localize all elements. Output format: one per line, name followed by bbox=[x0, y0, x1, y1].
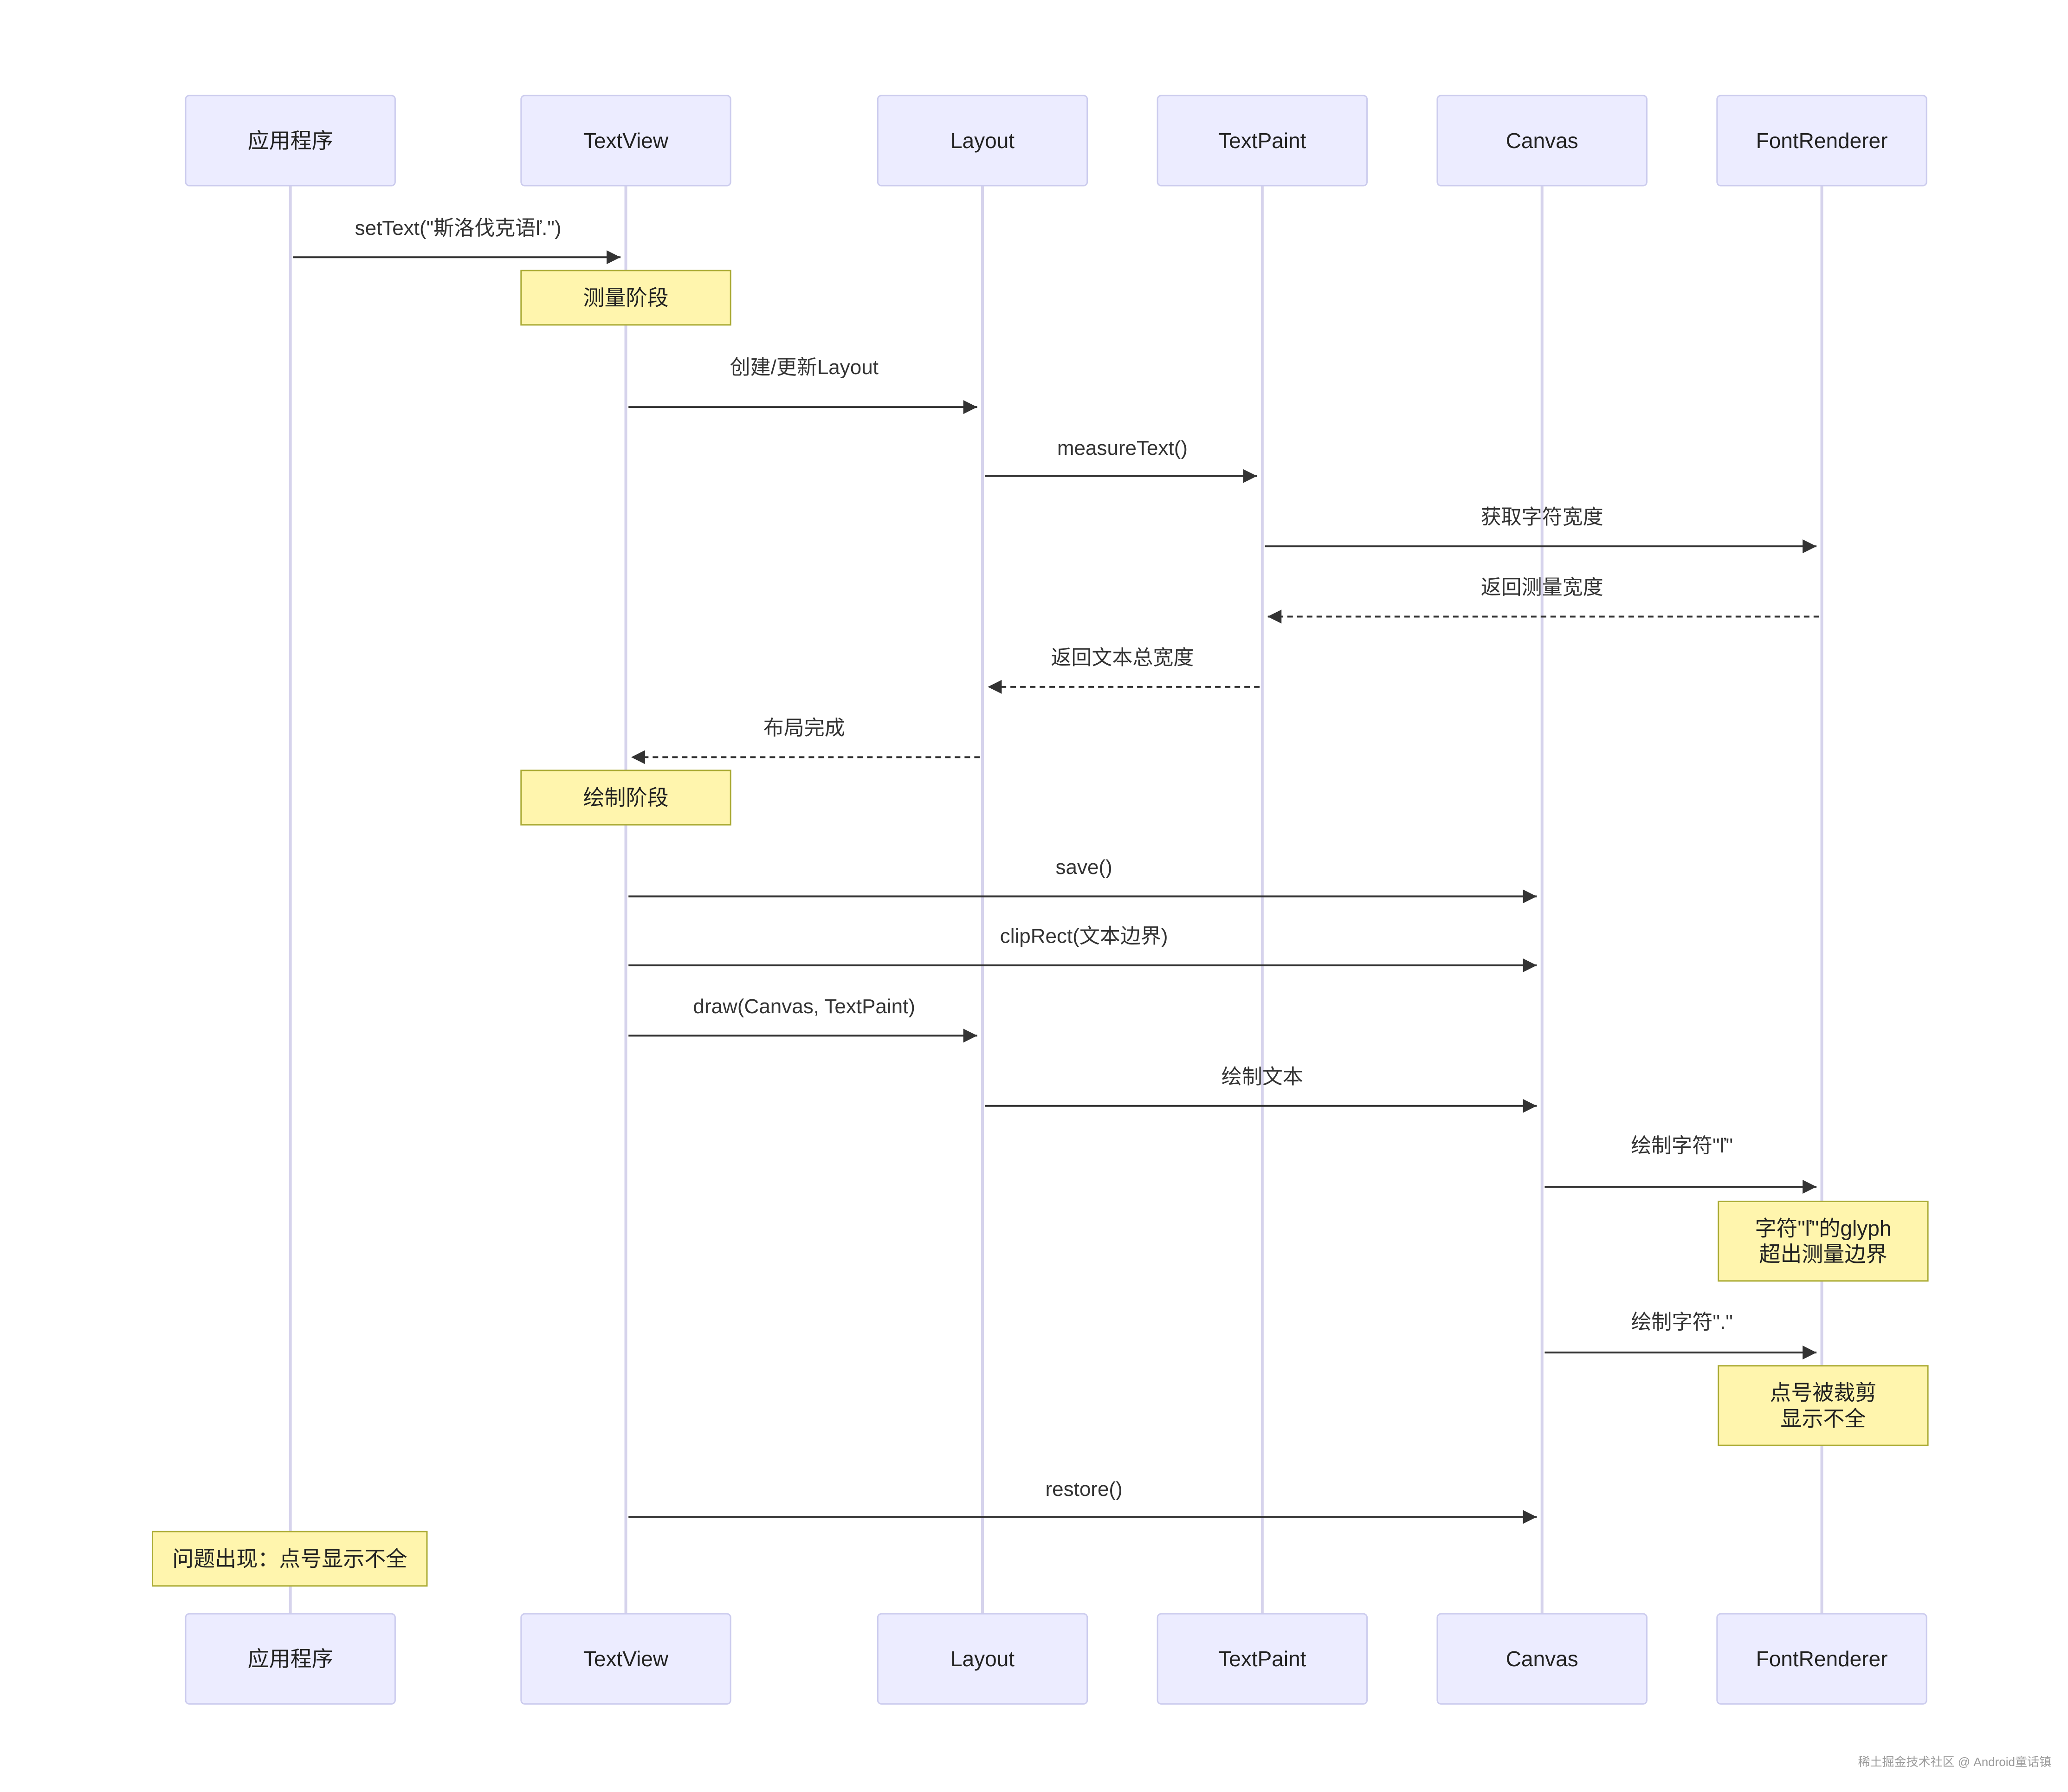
lifelines bbox=[289, 185, 1823, 1614]
actor-box bbox=[1716, 95, 1927, 187]
message-label: 绘制字符"ľ" bbox=[1631, 1134, 1733, 1157]
actor-canvas-top: Canvas bbox=[1436, 95, 1648, 187]
actor-label: Layout bbox=[950, 1647, 1015, 1671]
actor-label: 应用程序 bbox=[248, 129, 333, 153]
message: restore() bbox=[628, 1478, 1537, 1524]
actor-label: TextView bbox=[583, 1647, 669, 1671]
actor-box bbox=[877, 1613, 1088, 1705]
message-label: restore() bbox=[1045, 1478, 1122, 1501]
message-label: 返回文本总宽度 bbox=[1051, 647, 1194, 669]
actor-textview-bottom: TextView bbox=[520, 1613, 731, 1705]
note-app: 问题出现：点号显示不全 bbox=[152, 1531, 428, 1587]
actor-label: 应用程序 bbox=[248, 1647, 333, 1671]
message-label: 获取字符宽度 bbox=[1481, 506, 1603, 529]
actor-box bbox=[1436, 95, 1648, 187]
message: 创建/更新Layout bbox=[628, 356, 977, 414]
message-label: 创建/更新Layout bbox=[730, 356, 879, 379]
note-box bbox=[1718, 1200, 1929, 1282]
actor-app-top: 应用程序 bbox=[185, 95, 396, 187]
note-box bbox=[520, 270, 731, 326]
actor-layout-bottom: Layout bbox=[877, 1613, 1088, 1705]
actor-box bbox=[1716, 1613, 1927, 1705]
watermark: 稀土掘金技术社区 @ Android童话镇 bbox=[1858, 1755, 2051, 1769]
message-label: 返回测量宽度 bbox=[1481, 576, 1603, 599]
note-textview: 绘制阶段 bbox=[520, 770, 731, 826]
message: save() bbox=[628, 856, 1537, 904]
message-label: measureText() bbox=[1057, 437, 1188, 459]
actor-label: Layout bbox=[950, 129, 1015, 153]
note-text: 绘制阶段 bbox=[583, 785, 669, 809]
actor-layout-top: Layout bbox=[877, 95, 1088, 187]
note-textview: 测量阶段 bbox=[520, 270, 731, 326]
actor-label: Canvas bbox=[1506, 1647, 1578, 1671]
note-box bbox=[520, 770, 731, 826]
actor-box bbox=[1436, 1613, 1648, 1705]
actor-canvas-bottom: Canvas bbox=[1436, 1613, 1648, 1705]
message: 返回文本总宽度 bbox=[988, 647, 1260, 694]
note-text: 显示不全 bbox=[1780, 1406, 1866, 1430]
actor-box bbox=[185, 1613, 396, 1705]
message: setText("斯洛伐克语ľ.") bbox=[293, 217, 621, 265]
actor-textpaint-top: TextPaint bbox=[1157, 95, 1368, 187]
actor-fontrenderer-bottom: FontRenderer bbox=[1716, 1613, 1927, 1705]
note-text: 超出测量边界 bbox=[1759, 1242, 1887, 1266]
actor-label: TextView bbox=[583, 129, 669, 153]
message-label: save() bbox=[1055, 856, 1112, 879]
messages: setText("斯洛伐克语ľ.") 创建/更新Layout measureText… bbox=[293, 217, 1819, 1524]
actor-box bbox=[185, 95, 396, 187]
actor-box bbox=[520, 1613, 731, 1705]
message: 布局完成 bbox=[631, 717, 980, 764]
note-box bbox=[1718, 1365, 1929, 1446]
note-box bbox=[152, 1531, 428, 1587]
message-label: 绘制字符"." bbox=[1631, 1311, 1732, 1333]
actor-app-bottom: 应用程序 bbox=[185, 1613, 396, 1705]
actor-fontrenderer-top: FontRenderer bbox=[1716, 95, 1927, 187]
actor-textpaint-bottom: TextPaint bbox=[1157, 1613, 1368, 1705]
message-label: clipRect(文本边界) bbox=[1000, 925, 1168, 948]
actor-textview-top: TextView bbox=[520, 95, 731, 187]
actor-box bbox=[1157, 1613, 1368, 1705]
message-label: 绘制文本 bbox=[1221, 1065, 1303, 1088]
notes: 测量阶段绘制阶段字符"ľ"的glyph超出测量边界点号被裁剪显示不全问题出现：点… bbox=[152, 270, 1929, 1587]
note-text: 测量阶段 bbox=[583, 285, 669, 310]
message: 绘制字符"." bbox=[1545, 1311, 1817, 1360]
note-text: 字符"ľ"的glyph bbox=[1755, 1216, 1891, 1240]
message: clipRect(文本边界) bbox=[628, 925, 1537, 972]
actor-label: FontRenderer bbox=[1756, 129, 1888, 153]
actor-box bbox=[520, 95, 731, 187]
actor-label: TextPaint bbox=[1218, 129, 1306, 153]
actor-label: FontRenderer bbox=[1756, 1647, 1888, 1671]
message: 绘制字符"ľ" bbox=[1545, 1134, 1817, 1194]
message-label: 布局完成 bbox=[763, 717, 845, 739]
message: 返回测量宽度 bbox=[1267, 576, 1819, 624]
message-label: draw(Canvas, TextPaint) bbox=[693, 995, 916, 1018]
note-text: 问题出现：点号显示不全 bbox=[172, 1546, 407, 1571]
actors-bottom: 应用程序 TextView Layout TextPaint Canvas FontRen… bbox=[185, 1613, 1927, 1705]
actors-top: 应用程序 TextView Layout TextPaint Canvas FontRen… bbox=[185, 95, 1927, 187]
message: draw(Canvas, TextPaint) bbox=[628, 995, 977, 1043]
message-label: setText("斯洛伐克语ľ.") bbox=[355, 217, 562, 239]
actor-label: Canvas bbox=[1506, 129, 1578, 153]
actor-label: TextPaint bbox=[1218, 1647, 1306, 1671]
message: 获取字符宽度 bbox=[1265, 506, 1817, 554]
message: 绘制文本 bbox=[985, 1065, 1537, 1113]
actor-box bbox=[1157, 95, 1368, 187]
message: measureText() bbox=[985, 437, 1257, 483]
note-text: 点号被裁剪 bbox=[1770, 1381, 1876, 1405]
actor-box bbox=[877, 95, 1088, 187]
